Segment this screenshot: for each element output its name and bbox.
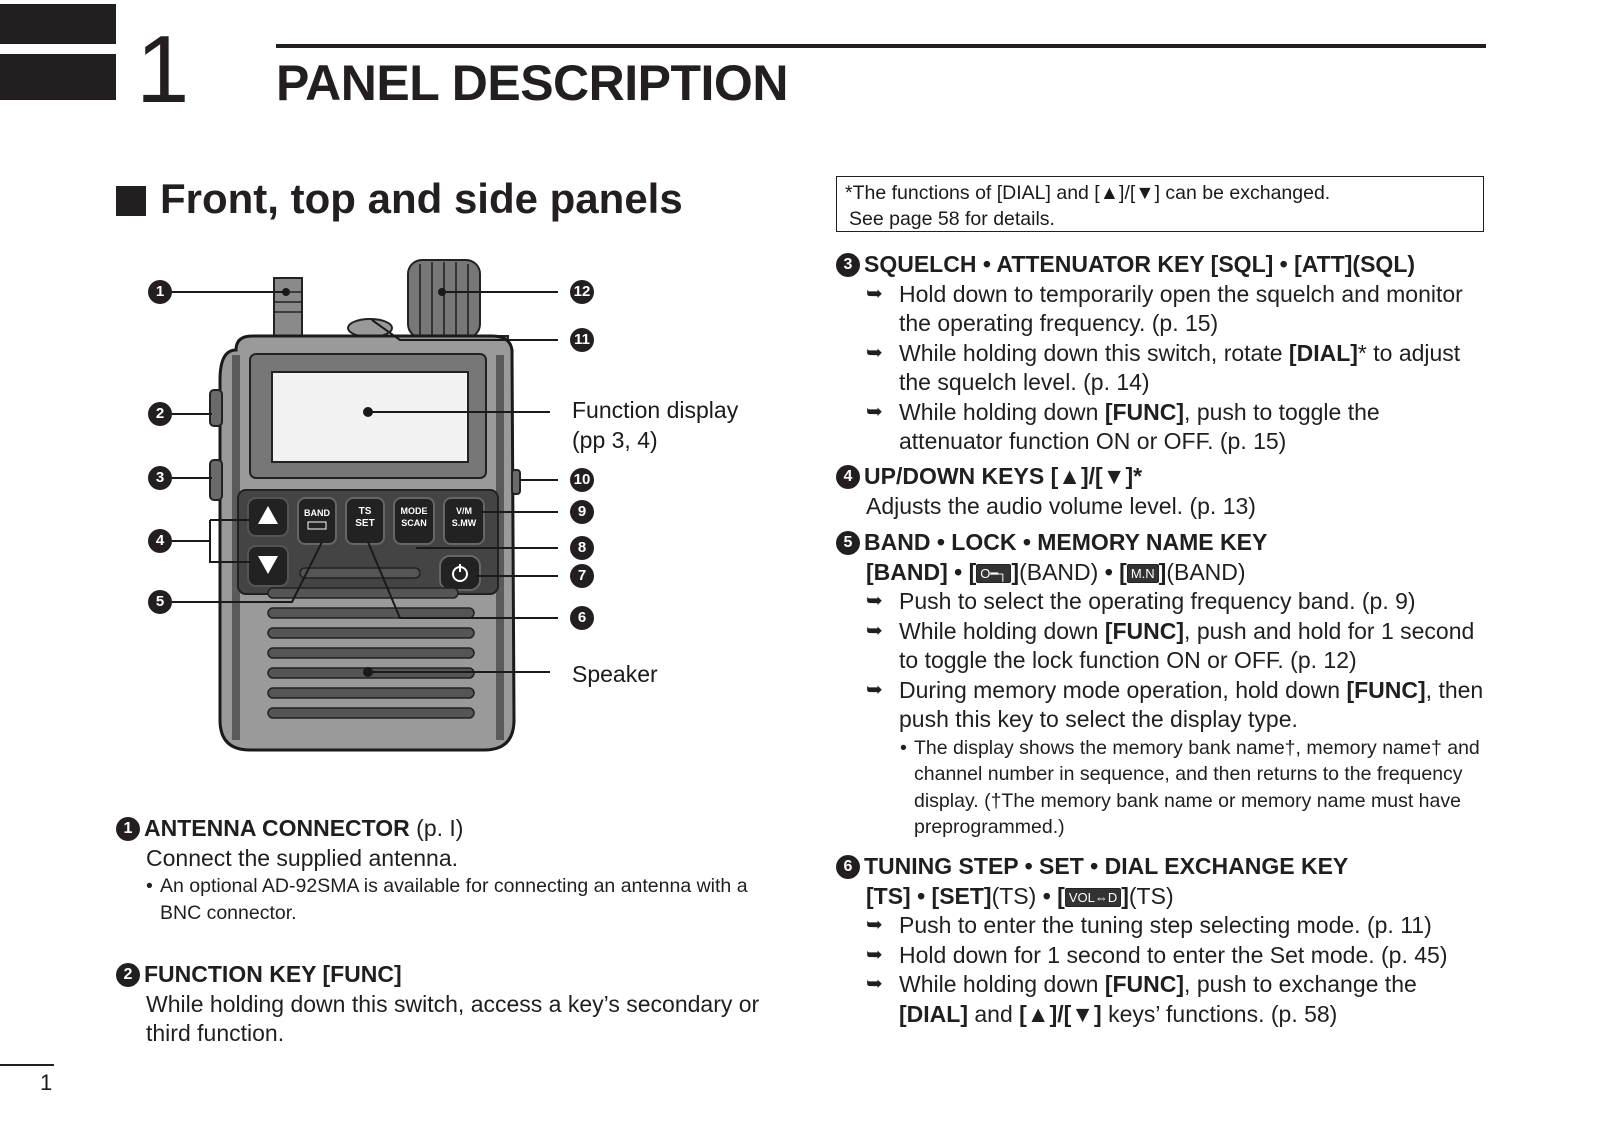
header-rule: [276, 44, 1486, 48]
note-line-1: *The functions of [DIAL] and [▲]/[▼] can…: [845, 182, 1331, 204]
callout-6: 6: [570, 606, 594, 630]
item-3-bullet-3: ➥While holding down [FUNC], push to togg…: [866, 398, 1380, 455]
item-5-number: 5: [836, 530, 860, 555]
note-line-2: See page 58 for details.: [849, 208, 1055, 230]
mode-key-label: MODE: [401, 506, 428, 516]
item-3-number: 3: [836, 252, 860, 277]
item-3-bullet-2: ➥While holding down this switch, rotate …: [866, 339, 1461, 396]
item-4-heading: 4 UP/DOWN KEYS [▲]/[▼]*: [836, 462, 1488, 492]
item-4-title: UP/DOWN KEYS [▲]/[▼]*: [864, 463, 1143, 489]
item-4-desc: Adjusts the audio volume level. (p. 13): [866, 492, 1256, 519]
callout-8: 8: [570, 536, 594, 560]
up-key: [247, 497, 289, 537]
mode-key: MODE SCAN: [393, 497, 435, 545]
callout-10: 10: [570, 468, 594, 492]
item-5-bullet-1: ➥Push to select the operating frequency …: [866, 588, 1416, 614]
item-5-bullet-2: ➥While holding down [FUNC], push and hol…: [866, 617, 1475, 674]
lock-icon: O━┐: [976, 563, 1012, 583]
callout-11: 11: [570, 328, 594, 352]
scan-key-label: SCAN: [401, 518, 427, 528]
footer-rule: [0, 1064, 54, 1066]
item-2-heading: 2 FUNCTION KEY [FUNC]: [116, 960, 766, 990]
item-1-heading: 1 ANTENNA CONNECTOR (p. I): [116, 814, 766, 844]
chapter-number: 1: [136, 16, 190, 123]
dial-knob: [407, 259, 481, 339]
item-6-number: 6: [836, 854, 860, 879]
callout-3: 3: [148, 466, 172, 490]
item-5-sub-bullet: •The display shows the memory bank name†…: [900, 736, 1480, 839]
item-6: 6 TUNING STEP • SET • DIAL EXCHANGE KEY …: [836, 852, 1488, 1029]
item-4: 4 UP/DOWN KEYS [▲]/[▼]* Adjusts the audi…: [836, 462, 1488, 521]
function-display: [271, 371, 469, 463]
ts-key-label: TS: [359, 506, 372, 517]
item-1-bullet: •An optional AD-92SMA is available for c…: [146, 875, 748, 924]
note-box: *The functions of [DIAL] and [▲]/[▼] can…: [836, 176, 1484, 232]
item-5-heading: 5 BAND • LOCK • MEMORY NAME KEY: [836, 528, 1488, 558]
chapter-tab-bottom: [0, 54, 116, 100]
radio-body: BAND TS SET MODE SCAN V/M S.MW: [209, 334, 521, 752]
sql-side-key: [209, 459, 223, 501]
chapter-tab-top: [0, 4, 116, 44]
vm-key: V/M S.MW: [443, 497, 485, 545]
item-6-bullet-3: ➥While holding down [FUNC], push to exch…: [866, 971, 1417, 1027]
down-key: [247, 545, 289, 587]
item-2-number: 2: [116, 962, 140, 987]
item-3-heading: 3 SQUELCH • ATTENUATOR KEY [SQL] • [ATT]…: [836, 250, 1488, 280]
power-key: [439, 555, 481, 591]
page-number: 1: [40, 1070, 53, 1095]
section-marker: [116, 186, 146, 216]
callout-1: 1: [148, 280, 172, 304]
band-key-label: BAND: [304, 508, 330, 518]
smw-key-label: S.MW: [452, 518, 477, 528]
label-speaker: Speaker: [572, 661, 658, 687]
item-3-title: SQUELCH • ATTENUATOR KEY [SQL] • [ATT](S…: [864, 251, 1416, 277]
item-6-keys: [TS] • [SET](TS) • [VOL⇔D](TS): [866, 882, 1174, 909]
item-5-keys: [BAND] • [O━┐](BAND) • [M.N](BAND): [866, 558, 1246, 585]
item-2-desc: While holding down this switch, access a…: [146, 990, 760, 1047]
antenna-connector: [273, 277, 303, 339]
section-title: Front, top and side panels: [160, 175, 683, 222]
item-5: 5 BAND • LOCK • MEMORY NAME KEY [BAND] •…: [836, 528, 1488, 841]
speaker-grille: [267, 567, 475, 719]
memory-name-icon: M.N: [1126, 563, 1159, 583]
item-1-ref: (p. I): [409, 815, 464, 841]
callout-7: 7: [570, 564, 594, 588]
band-key: BAND: [297, 497, 337, 545]
chapter-title: PANEL DESCRIPTION: [276, 55, 788, 111]
item-1-number: 1: [116, 816, 140, 841]
item-2-title: FUNCTION KEY [FUNC]: [144, 961, 402, 987]
item-1-desc: Connect the supplied antenna.: [146, 844, 459, 871]
item-3-bullet-1: ➥Hold down to temporarily open the squel…: [866, 280, 1463, 337]
callout-12: 12: [570, 280, 594, 304]
item-6-heading: 6 TUNING STEP • SET • DIAL EXCHANGE KEY: [836, 852, 1488, 882]
callout-5: 5: [148, 590, 172, 614]
side-jack: [511, 469, 521, 495]
func-side-key: [209, 389, 223, 427]
item-1-title: ANTENNA CONNECTOR: [144, 815, 410, 841]
item-1: 1 ANTENNA CONNECTOR (p. I) Connect the s…: [116, 814, 766, 926]
item-6-bullet-1: ➥Push to enter the tuning step selecting…: [866, 912, 1432, 938]
set-key-label: SET: [355, 518, 374, 529]
item-5-title: BAND • LOCK • MEMORY NAME KEY: [864, 529, 1268, 555]
radio-diagram: BAND TS SET MODE SCAN V/M S.MW: [172, 259, 558, 752]
item-3: 3 SQUELCH • ATTENUATOR KEY [SQL] • [ATT]…: [836, 250, 1488, 457]
vm-key-label: V/M: [456, 506, 472, 516]
vol-dial-icon: VOL⇔D: [1064, 887, 1122, 907]
item-2: 2 FUNCTION KEY [FUNC] While holding down…: [116, 960, 766, 1049]
callout-2: 2: [148, 402, 172, 426]
label-function-display-pages: (pp 3, 4): [572, 427, 658, 453]
ts-key: TS SET: [345, 497, 385, 545]
item-6-bullet-2: ➥Hold down for 1 second to enter the Set…: [866, 941, 1448, 968]
callout-9: 9: [570, 500, 594, 524]
item-5-bullet-3: ➥During memory mode operation, hold down…: [866, 676, 1484, 733]
item-6-title: TUNING STEP • SET • DIAL EXCHANGE KEY: [864, 853, 1349, 879]
item-4-number: 4: [836, 464, 860, 489]
function-key-top: [347, 318, 393, 338]
label-function-display: Function display: [572, 397, 739, 423]
callout-4: 4: [148, 529, 172, 553]
